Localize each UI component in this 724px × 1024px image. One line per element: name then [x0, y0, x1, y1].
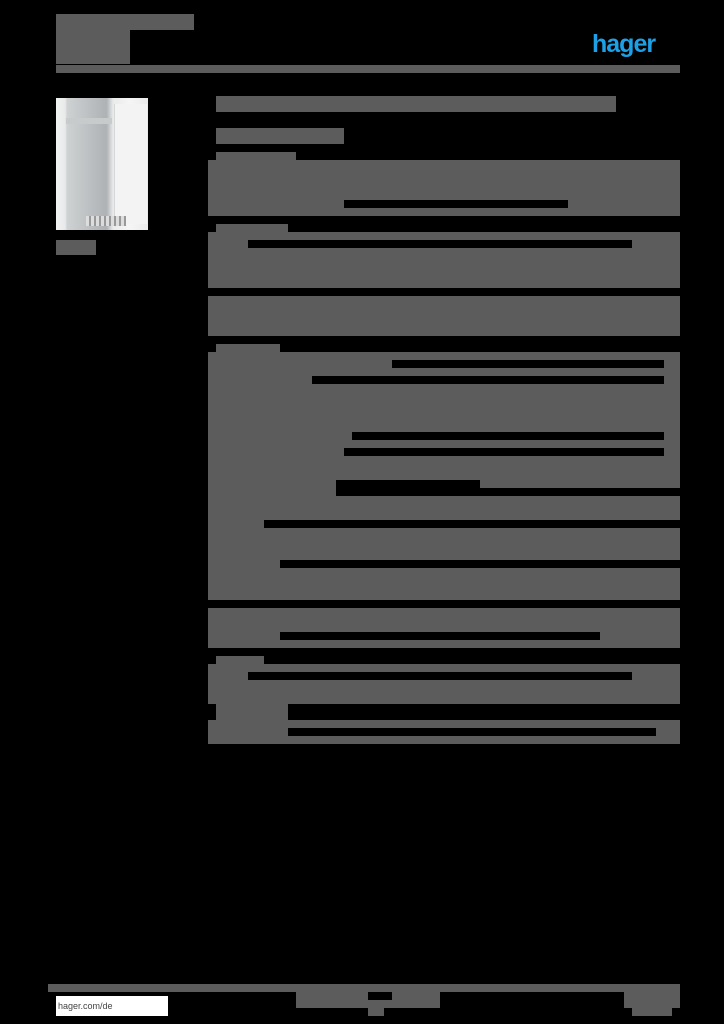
section-5-table	[208, 496, 680, 600]
section-2-label	[216, 224, 288, 234]
section-6-table	[208, 608, 680, 648]
footer-website-link[interactable]: hager.com/de	[56, 996, 168, 1016]
section-1-label	[216, 152, 296, 162]
document-title-line2	[56, 30, 130, 56]
section-4-label	[216, 344, 280, 354]
din-rail-graphic	[66, 118, 112, 124]
section-4-table	[208, 352, 680, 496]
section-7-label	[216, 656, 264, 666]
section-7-table	[208, 664, 680, 704]
product-image	[56, 98, 148, 230]
footer-page-number	[624, 992, 680, 1008]
header-divider	[56, 65, 680, 73]
product-image-caption	[56, 240, 96, 255]
footer-divider	[48, 984, 680, 992]
product-subheading	[216, 128, 344, 144]
footer-page-number-sub	[632, 1008, 672, 1016]
product-heading	[216, 96, 616, 112]
footer-center-mark	[368, 1008, 384, 1016]
document-title-block	[56, 14, 194, 30]
section-3-table	[208, 296, 680, 336]
document-subtitle-block	[56, 56, 130, 64]
cabinet-door-graphic	[114, 104, 147, 224]
cable-entry-graphic	[86, 216, 126, 226]
footer-center-block	[296, 992, 440, 1008]
hager-logo: hager	[592, 30, 656, 58]
